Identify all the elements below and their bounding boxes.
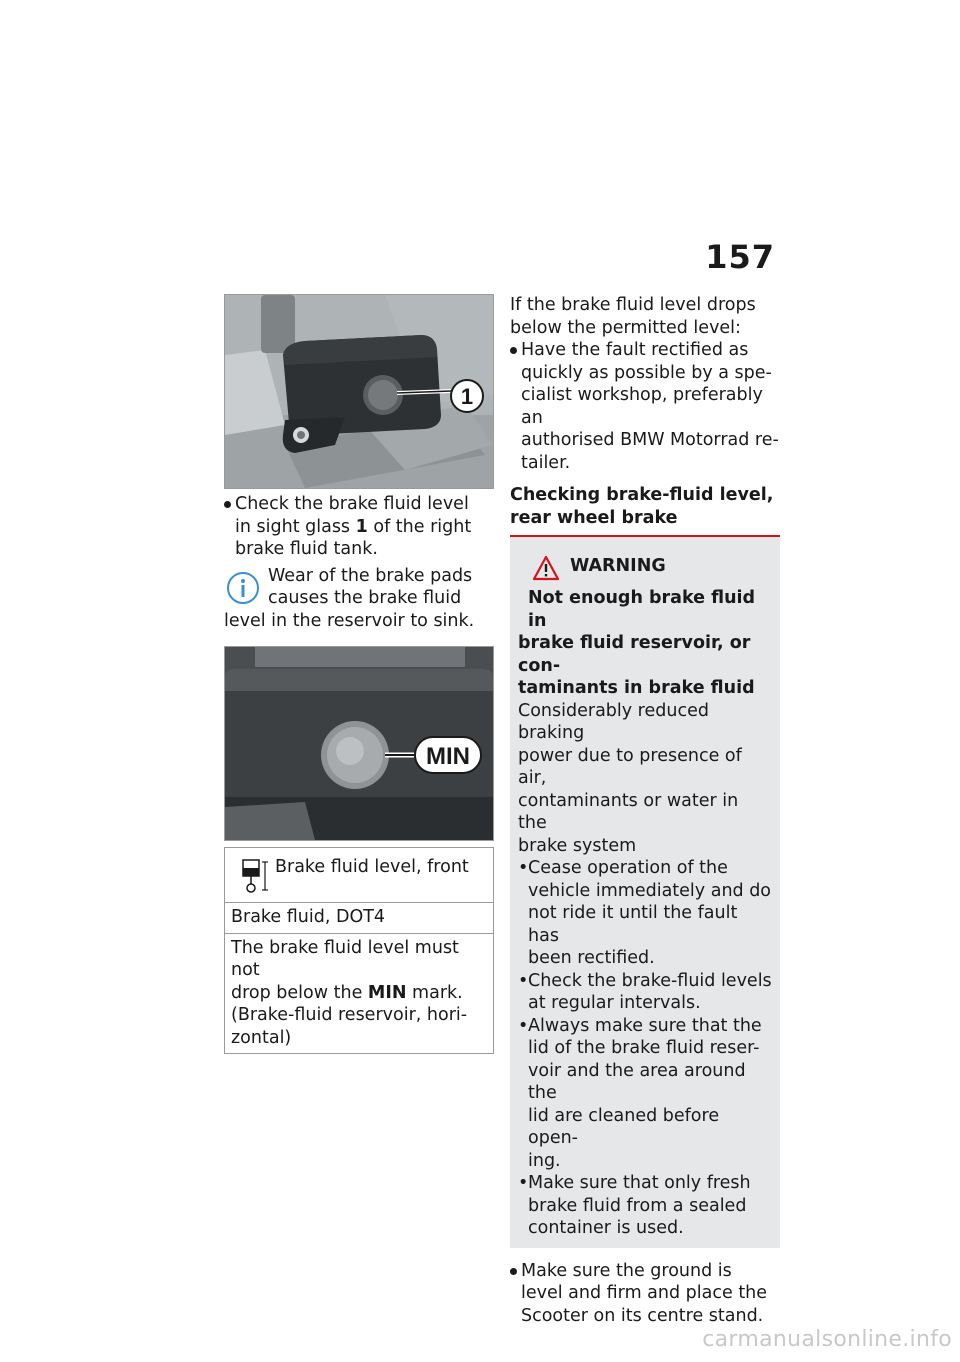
- bullet-line: tailer.: [521, 452, 571, 473]
- heading-line: rear wheel brake: [510, 507, 678, 528]
- bullet-line: level and firm and place the: [521, 1283, 768, 1303]
- warning-consequence-line: brake system: [518, 835, 637, 856]
- warning-item-line: not ride it until the fault has: [528, 903, 738, 946]
- heading-line: Checking brake-fluid level,: [510, 485, 774, 505]
- warning-label: WARNING: [570, 556, 666, 576]
- spec-line: drop below the MIN mark.: [231, 982, 487, 1005]
- spec-header: Brake fluid level, front: [225, 848, 493, 903]
- warning-hazard-line: brake fluid reservoir, or con-: [518, 633, 751, 676]
- small-bullet: •: [518, 970, 529, 991]
- warning-item-line: been rectified.: [528, 948, 655, 968]
- bullet-text: of the right: [367, 516, 472, 537]
- page-number: 157: [705, 238, 775, 276]
- spec-line: zontal): [231, 1027, 292, 1048]
- brake-reservoir-illustration: 1: [225, 295, 493, 488]
- spec-title: Brake fluid level, front: [275, 857, 469, 877]
- warning-item-line: voir and the area around the: [528, 1060, 746, 1104]
- section-heading: Checking brake-fluid level, rear wheel b…: [510, 484, 780, 529]
- warning-item-line: lid are cleaned before open-: [528, 1105, 720, 1149]
- right-column: If the brake fluid level drops below the…: [510, 294, 780, 1327]
- warning-consequence-line: power due to presence of air,: [518, 745, 742, 789]
- warning-hazard-line: Not enough brake fluid in: [528, 588, 756, 631]
- warning-item-line: ing.: [528, 1150, 561, 1171]
- warning-item-line: Cease operation of the: [528, 858, 728, 878]
- intro-line: If the brake fluid level drops: [510, 295, 756, 315]
- heading-rule: [510, 535, 780, 537]
- bullet-dot: [224, 501, 231, 508]
- warning-triangle-icon: [532, 555, 560, 581]
- small-bullet: •: [518, 1015, 529, 1036]
- note-line: causes the brake fluid: [268, 588, 462, 608]
- spec-table-brake-fluid: Brake fluid level, front Brake fluid, DO…: [224, 847, 494, 1054]
- warning-consequence-line: contaminants or water in the: [518, 790, 739, 834]
- bullet-line: Make sure the ground is: [521, 1260, 732, 1281]
- reference-1: 1: [355, 516, 368, 537]
- warning-item-line: Always make sure that the: [528, 1015, 762, 1036]
- spec-row-min-level: The brake fluid level must not drop belo…: [225, 934, 493, 1054]
- bullet-dot: [510, 1267, 517, 1275]
- spec-text: mark.: [406, 982, 463, 1003]
- bullet-level-ground: Make sure the ground is level and firm a…: [510, 1260, 780, 1328]
- min-mark-illustration: MIN: [225, 647, 493, 840]
- bullet-text: in sight glass: [235, 516, 356, 537]
- warning-consequence-line: Considerably reduced braking: [518, 700, 709, 744]
- bullet-line: Have the fault rectified as: [521, 340, 749, 360]
- warning-item-line: lid of the brake fluid reser-: [528, 1038, 760, 1058]
- warning-item-line: Make sure that only fresh: [528, 1173, 751, 1193]
- bullet-line: brake fluid tank.: [235, 539, 378, 559]
- warning-item-line: Check the brake-fluid levels: [528, 970, 772, 991]
- warning-box: WARNING Not enough brake fluid in brake …: [510, 537, 780, 1248]
- bullet-line: cialist workshop, preferably an: [521, 385, 763, 428]
- small-bullet: •: [518, 858, 529, 878]
- warning-item-line: vehicle immediately and do: [528, 880, 772, 901]
- bullet-line: Scooter on its centre stand.: [521, 1305, 764, 1326]
- warning-item-line: at regular intervals.: [528, 993, 701, 1013]
- spec-row-fluid-type: Brake fluid, DOT4: [225, 903, 493, 934]
- watermark: carmanualsonline.info: [702, 1327, 952, 1352]
- bullet-line: in sight glass 1 of the right: [235, 516, 494, 539]
- brake-reservoir-photo: 1: [224, 294, 494, 489]
- bullet-line: authorised BMW Motorrad re-: [521, 430, 779, 450]
- callout-1: 1: [461, 384, 473, 409]
- callout-min: MIN: [426, 743, 470, 770]
- min-mark-photo: MIN: [224, 646, 494, 841]
- note-line: Wear of the brake pads: [268, 565, 473, 586]
- small-bullet: •: [518, 1173, 529, 1193]
- spec-line: The brake fluid level must not: [231, 937, 459, 981]
- note-line: level in the reservoir to sink.: [224, 610, 475, 631]
- spec-line: (Brake-fluid reservoir, hori-: [231, 1005, 468, 1025]
- bullet-line: quickly as possible by a spe-: [521, 362, 772, 383]
- warning-header: WARNING: [518, 553, 772, 583]
- bullet-line: Check the brake fluid level: [235, 494, 469, 514]
- intro-line: below the permitted level:: [510, 317, 741, 338]
- warning-hazard-line: taminants in brake fluid: [518, 678, 755, 698]
- left-column: 1 Check the brake fluid level in sight g…: [224, 294, 494, 1054]
- bullet-dot: [510, 347, 517, 354]
- warning-item-line: brake fluid from a sealed: [528, 1195, 747, 1216]
- warning-item-line: container is used.: [528, 1218, 684, 1238]
- info-icon: [227, 571, 259, 604]
- fluid-level-icon: [242, 859, 268, 893]
- bullet-have-fault-rectified: Have the fault rectified as quickly as p…: [510, 339, 780, 474]
- note-brake-pad-wear: Wear of the brake pads causes the brake …: [224, 565, 494, 633]
- min-reference: MIN: [367, 982, 407, 1003]
- spec-text: drop below the: [231, 982, 368, 1003]
- bullet-check-sight-glass: Check the brake fluid level in sight gla…: [224, 493, 494, 561]
